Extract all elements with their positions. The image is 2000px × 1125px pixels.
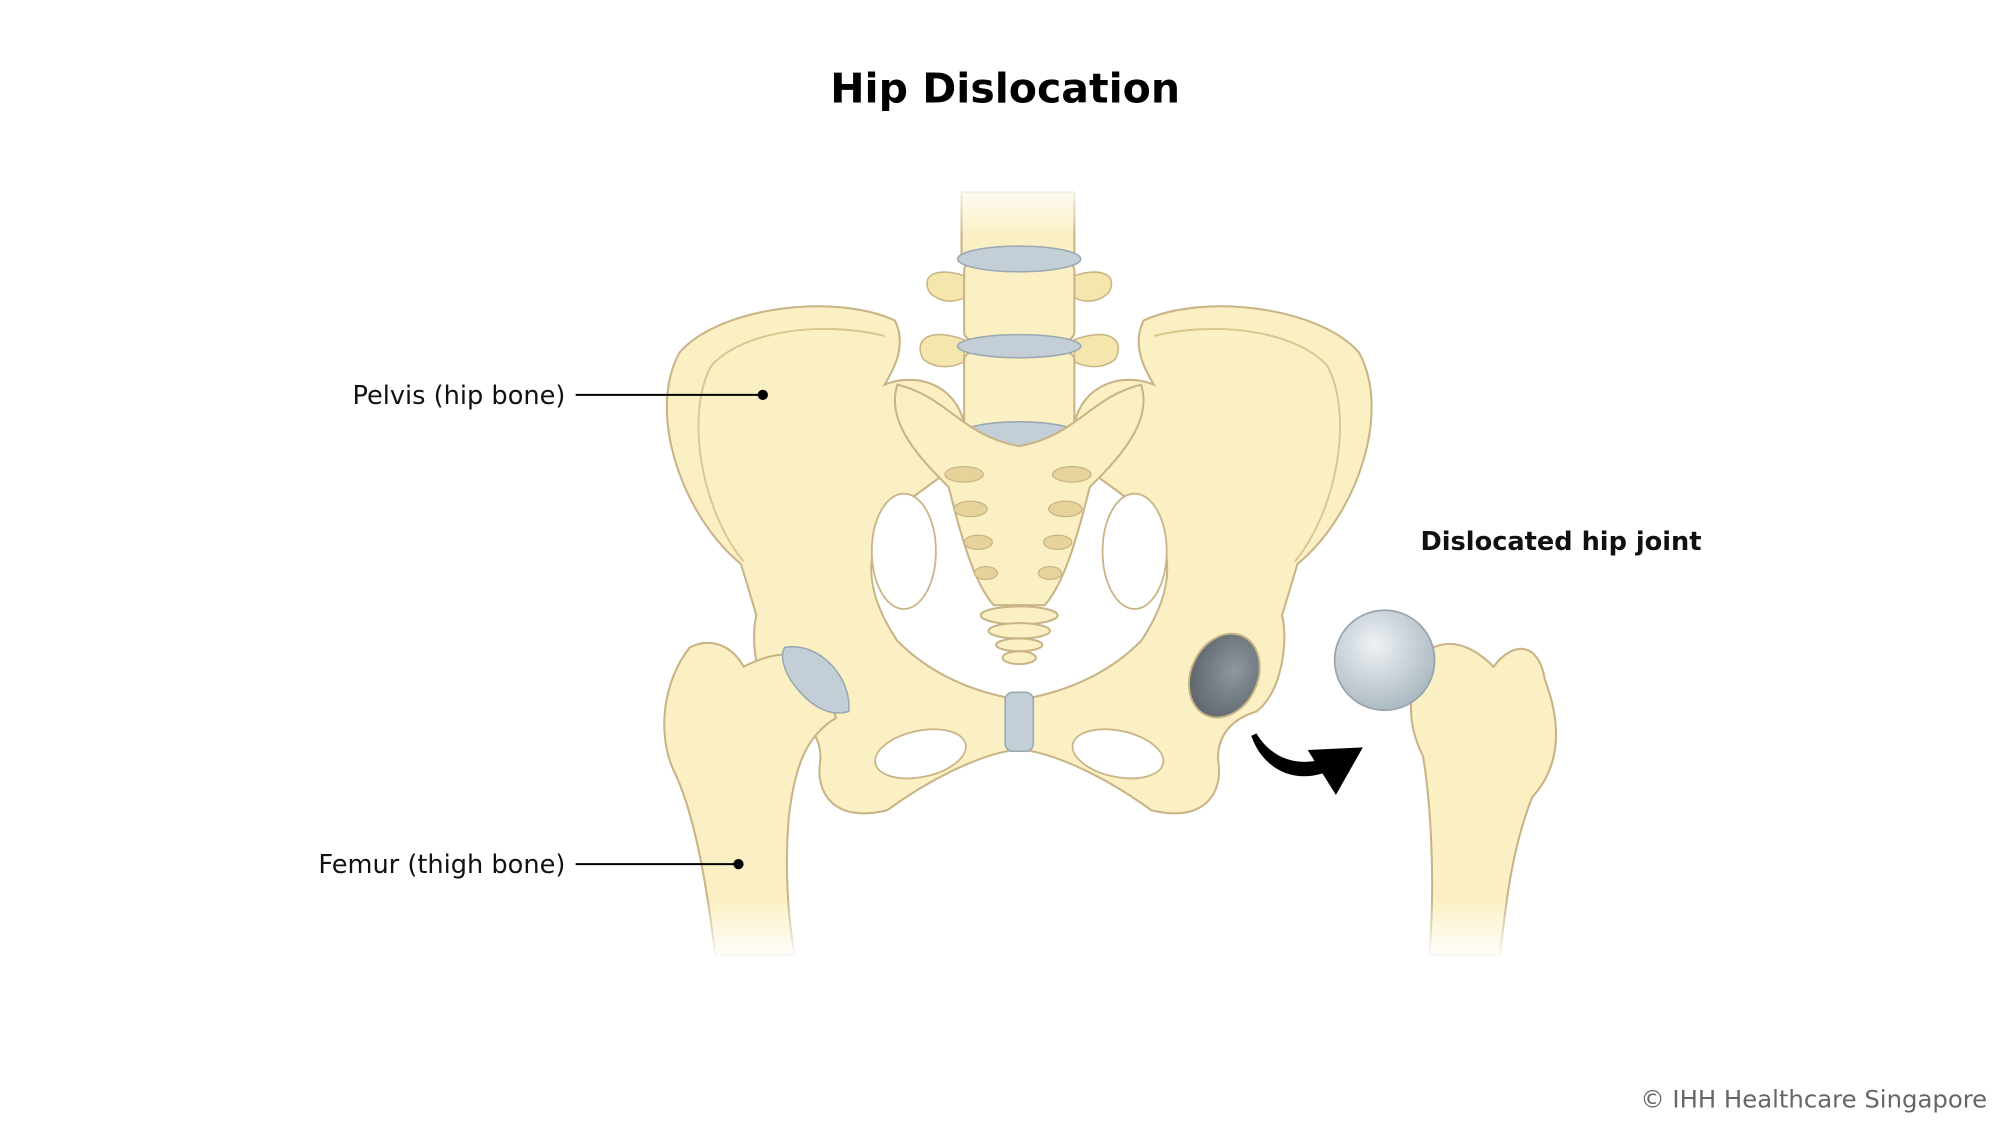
dislocation-arrow-icon xyxy=(1251,733,1363,795)
pelvis-leader-dot xyxy=(757,389,768,400)
femur-label: Femur (thigh bone) xyxy=(318,850,565,880)
pelvis-right xyxy=(1024,305,1373,815)
empty-acetabulum xyxy=(1188,632,1261,719)
copyright: © IHH Healthcare Singapore xyxy=(1640,1085,1987,1114)
femur-leader-dot xyxy=(733,858,744,870)
dislocated-hip-label: Dislocated hip joint xyxy=(1421,527,1702,557)
pelvis-label: Pelvis (hip bone) xyxy=(352,381,565,411)
pubic-symphysis xyxy=(1004,691,1035,753)
femur-left xyxy=(663,641,850,962)
diagram-title: Hip Dislocation xyxy=(830,65,1180,113)
femur-right-dislocated xyxy=(1333,609,1558,962)
sacrum xyxy=(893,383,1145,666)
lumbar-spine xyxy=(919,179,1120,451)
